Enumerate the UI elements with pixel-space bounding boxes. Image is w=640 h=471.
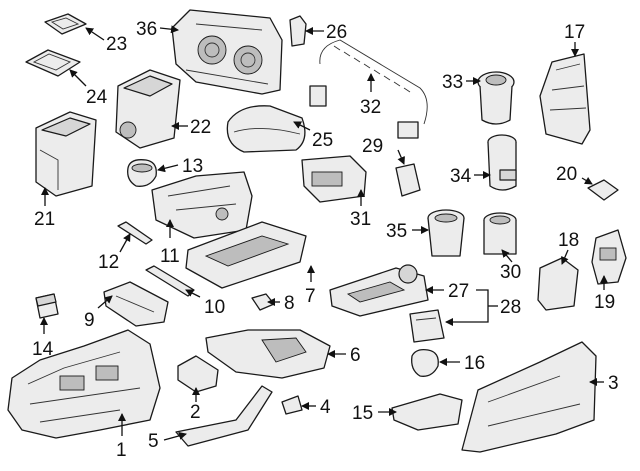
callout-35: 35 [386, 221, 407, 242]
leader-13 [157, 164, 179, 173]
callout-27: 27 [448, 281, 469, 302]
part-36-climate-control-panel [171, 9, 283, 95]
part-29-switch [395, 163, 421, 197]
part-1-console-body [7, 329, 161, 439]
callout-20: 20 [556, 164, 577, 185]
callout-23: 23 [106, 34, 127, 55]
part-7-console-frame [185, 221, 307, 289]
callout-16: 16 [464, 353, 485, 374]
callout-10: 10 [204, 297, 225, 318]
leader-5 [163, 431, 187, 441]
part-22-storage-bin [115, 69, 181, 149]
callout-21: 21 [34, 209, 55, 230]
part-34-power-socket [487, 134, 517, 191]
part-27-console-upper [329, 264, 429, 317]
callout-2: 2 [190, 402, 201, 423]
callout-6: 6 [350, 345, 361, 366]
callout-26: 26 [326, 22, 347, 43]
callout-5: 5 [148, 431, 159, 452]
part-25-armrest-lid [226, 105, 306, 153]
callout-30: 30 [500, 262, 521, 283]
leader-lines [40, 25, 608, 441]
part-9-trim-panel [103, 281, 169, 327]
leader-30 [501, 249, 513, 263]
part-15-tray [391, 393, 463, 431]
callout-25: 25 [312, 130, 333, 151]
leader-12 [119, 233, 131, 253]
callout-8: 8 [284, 293, 295, 314]
callout-18: 18 [558, 230, 579, 251]
callout-19: 19 [594, 292, 615, 313]
callout-1: 1 [116, 440, 127, 461]
callout-34: 34 [450, 166, 472, 187]
part-18-storage-pocket [537, 257, 579, 311]
callout-33: 33 [442, 72, 463, 93]
callout-17: 17 [564, 22, 585, 43]
part-13-cup-insert [127, 159, 157, 187]
part-12-trim-strip [117, 221, 153, 245]
leader-29 [397, 149, 405, 165]
callout-32: 32 [360, 97, 381, 118]
part-20-bracket [587, 179, 619, 201]
leader-25 [293, 121, 311, 131]
part-3-side-panel [461, 341, 597, 453]
part-23-tray-mat [44, 13, 87, 35]
part-5-rail-bracket [175, 385, 273, 447]
part-16-cup-insert [411, 348, 439, 377]
part-14-block [35, 293, 59, 319]
leader-36 [159, 25, 179, 34]
callout-13: 13 [182, 156, 203, 177]
callout-24: 24 [86, 87, 108, 108]
part-17-side-trim-panel [539, 53, 591, 145]
leader-24 [69, 69, 87, 87]
leader-9 [97, 295, 113, 309]
part-32-wiring-harness [309, 39, 428, 139]
part-33-lighter [477, 71, 515, 125]
part-31-outlet-module [301, 155, 367, 203]
callout-29: 29 [362, 136, 383, 157]
leader-23 [85, 27, 105, 41]
callout-11: 11 [160, 246, 180, 267]
part-10-side-rail [145, 265, 195, 297]
callout-12: 12 [98, 252, 119, 273]
callout-3: 3 [608, 373, 619, 394]
callout-22: 22 [190, 117, 211, 138]
callout-7: 7 [305, 286, 316, 307]
part-28-switch-panel [409, 309, 445, 343]
part-30-cup-holder [483, 212, 517, 255]
leader-18 [561, 249, 569, 265]
callout-14: 14 [32, 339, 54, 360]
part-4-clip [281, 395, 303, 415]
part-26-clip [289, 15, 307, 47]
callout-31: 31 [350, 209, 371, 230]
part-11-console-bezel [151, 171, 253, 239]
callout-36: 36 [136, 19, 157, 40]
leader-20 [581, 176, 593, 185]
part-21-storage-compartment [35, 111, 97, 197]
callout-labels: 36 23 24 22 21 26 25 32 29 31 33 34 17 2… [32, 19, 619, 461]
callout-9: 9 [84, 310, 95, 331]
callout-28: 28 [500, 297, 521, 318]
part-2-bracket [177, 355, 219, 393]
part-6-mounting-bracket [205, 329, 331, 379]
leader-10 [185, 289, 201, 298]
part-35-cup-holder [427, 209, 465, 257]
part-24-storage-mat [25, 49, 81, 77]
part-19-module [591, 229, 627, 285]
callout-4: 4 [320, 397, 331, 418]
callout-15: 15 [352, 403, 373, 424]
